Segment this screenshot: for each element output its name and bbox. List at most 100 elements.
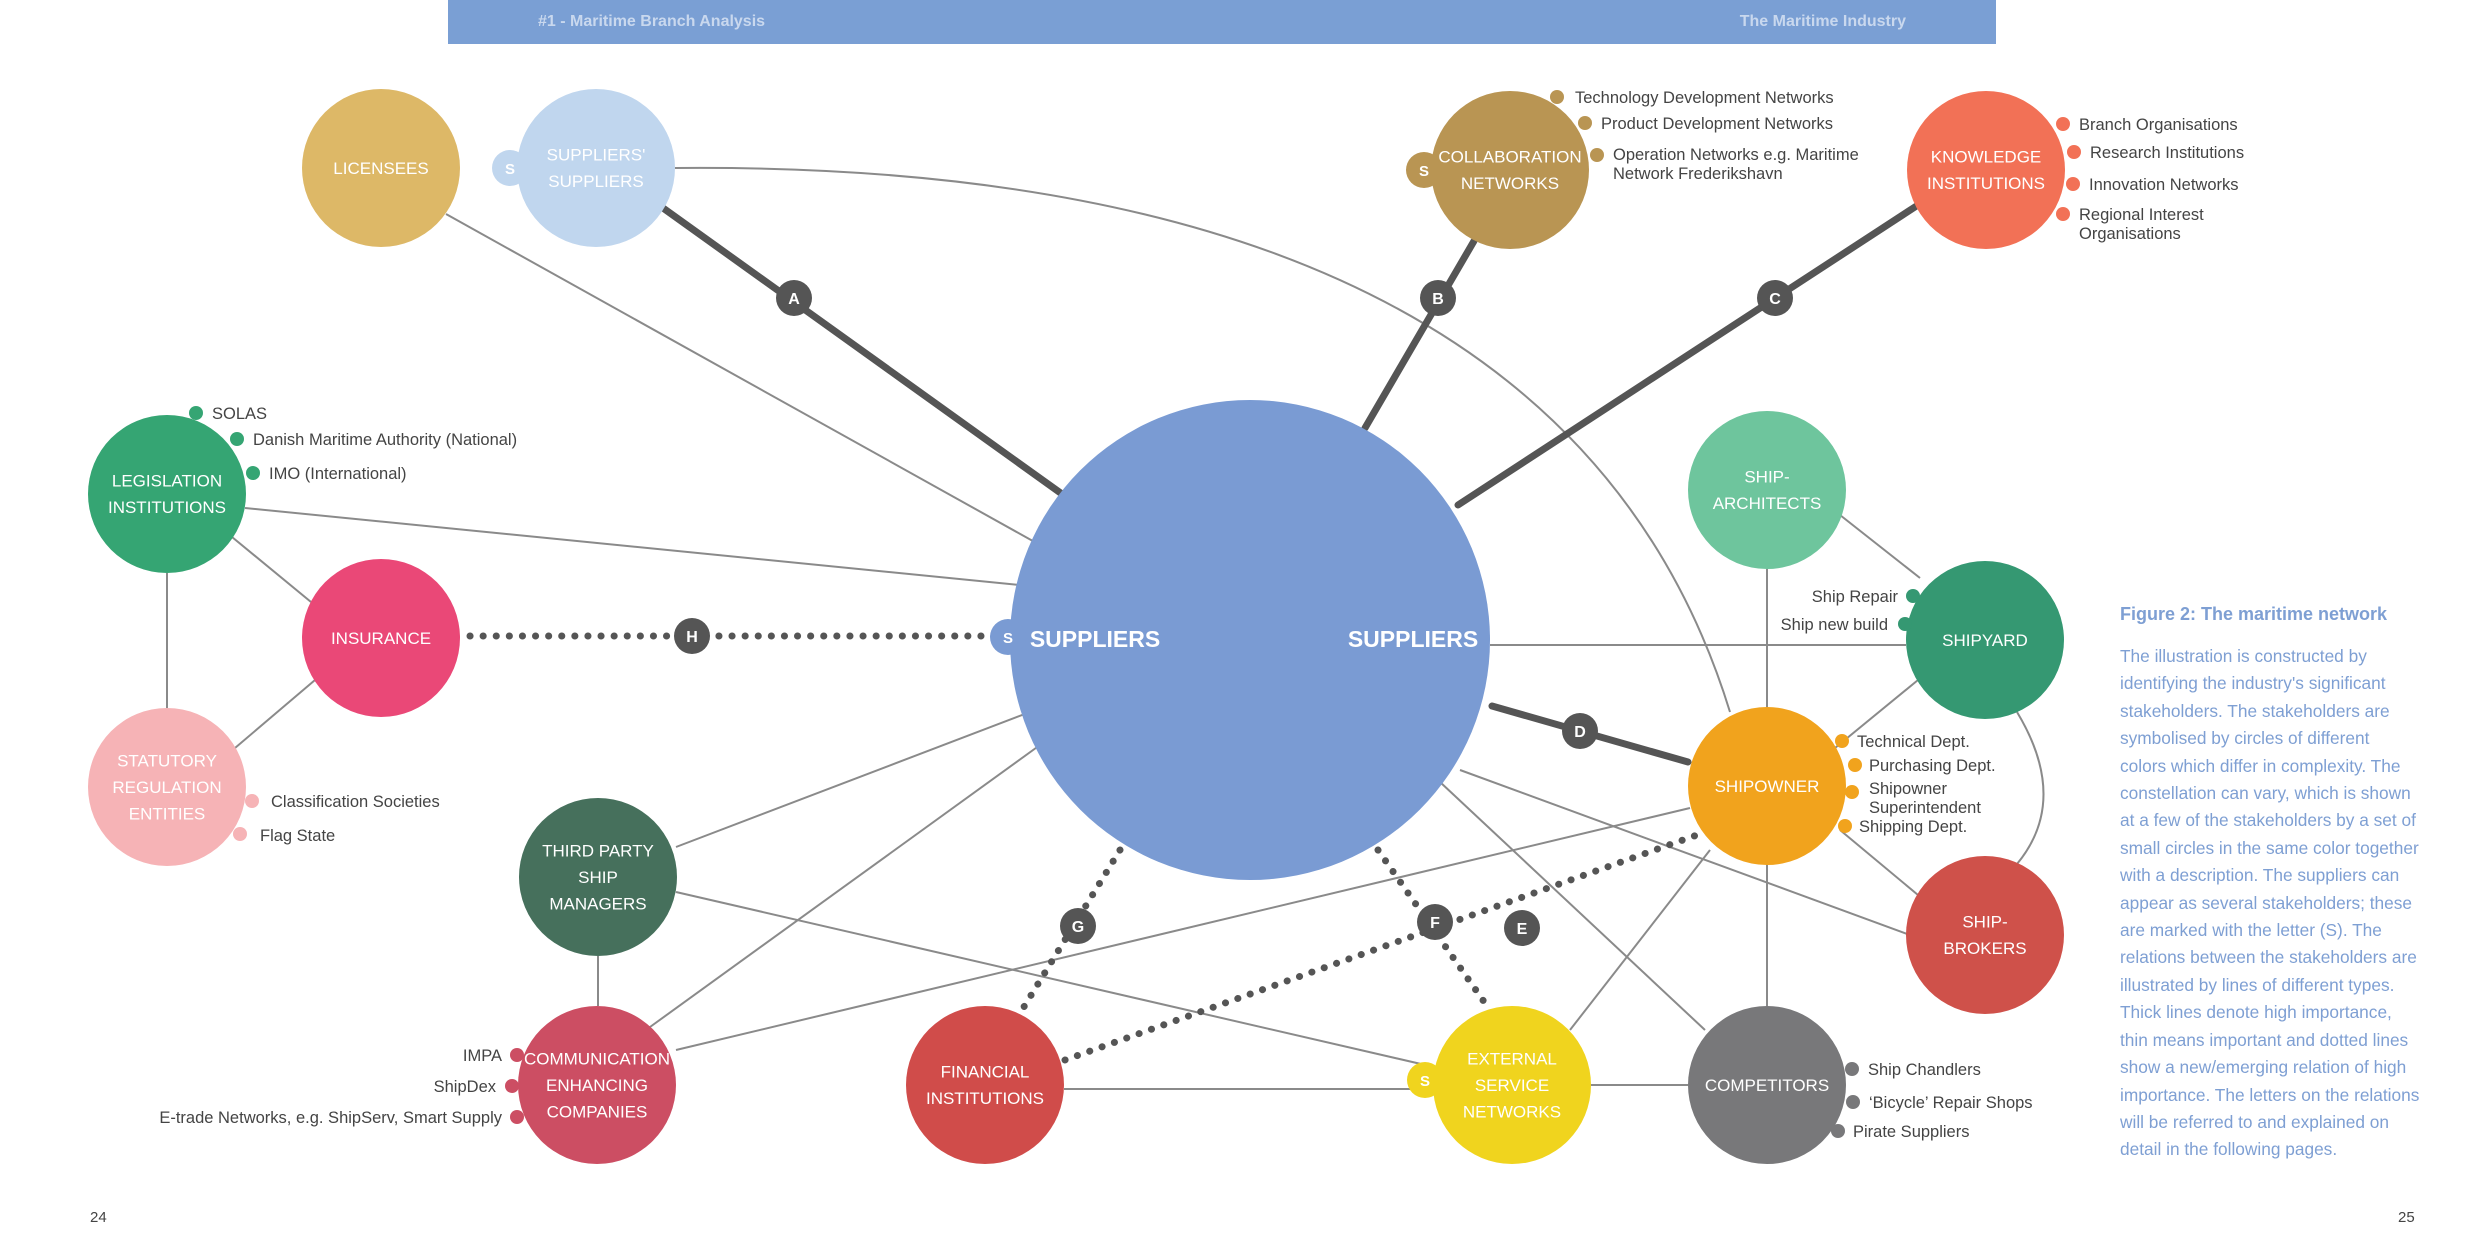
connector-third-party-suppliers — [675, 711, 1031, 848]
connector-insurance-statutory — [234, 679, 316, 749]
financial-institutions-circle — [906, 1006, 1064, 1164]
connector-communication-suppliers — [649, 744, 1041, 1028]
shipbrokers-label-line-1: SHIP- — [1962, 913, 2007, 932]
knowledge-detail-item-3: Innovation Networks — [2089, 176, 2239, 194]
knowledge-detail-item-1: Branch Organisations — [2079, 116, 2238, 134]
competitors-circle — [1688, 1006, 1846, 1164]
competitors-label-line-1: COMPETITORS — [1705, 1076, 1829, 1095]
legislation-detail-item-3: IMO (International) — [269, 465, 407, 483]
communication-label-line-2: ENHANCING — [546, 1076, 648, 1095]
knowledge-detail-item-4: Regional Interest — [2079, 206, 2204, 224]
connector-shipowner-shipbrokers — [1839, 829, 1919, 896]
shipyard-circle — [1906, 561, 2064, 719]
connector-external-service-shipowner — [1569, 849, 1711, 1031]
supplier-marker-hub-letter: S — [1003, 630, 1013, 647]
collaboration-detail-item-3: Operation Networks e.g. Maritime — [1613, 146, 1859, 164]
statutory-label-line-1: STATUTORY — [117, 751, 217, 770]
relation-line-a — [659, 204, 1066, 498]
relation-badge-a — [776, 280, 812, 316]
external-service-label-line-3: NETWORKS — [1463, 1102, 1561, 1121]
page-number-left: 24 — [90, 1209, 107, 1226]
connector-suppliers-competitors — [1439, 781, 1706, 1031]
collaboration-label-line-2: NETWORKS — [1461, 174, 1559, 193]
financial-label-line-1: FINANCIAL — [941, 1063, 1030, 1082]
relation-badge-b — [1420, 280, 1456, 316]
supplier-marker-external-service-letter: S — [1420, 1073, 1430, 1090]
supplier-marker-suppliers-suppliers-badge — [492, 150, 528, 186]
relation-letter-f: F — [1430, 915, 1440, 932]
legislation-detail-dot-2 — [230, 432, 244, 446]
connector-communication-shipowner — [675, 807, 1691, 1051]
legislation-detail-item-1: SOLAS — [212, 405, 267, 423]
relation-line-e — [1061, 831, 1701, 1064]
financial-label-line-2: INSTITUTIONS — [926, 1089, 1044, 1108]
shipyard-detail-dot-1 — [1906, 589, 1920, 603]
external-service-circle — [1433, 1006, 1591, 1164]
communication-detail-item-2: ShipDex — [434, 1078, 497, 1096]
communication-detail-dot-2 — [505, 1079, 519, 1093]
relation-letter-g: G — [1072, 919, 1084, 936]
supplier-marker-external-service-badge — [1407, 1062, 1443, 1098]
shipowner-detail-dot-1 — [1835, 734, 1849, 748]
shipowner-circle — [1688, 707, 1846, 865]
knowledge-detail-item-5: Organisations — [2079, 225, 2181, 243]
knowledge-label-line-2: INSTITUTIONS — [1927, 174, 2045, 193]
insurance-circle — [302, 559, 460, 717]
external-service-label-line-2: SERVICE — [1475, 1076, 1549, 1095]
connector-suppliers-suppliers-shipowner — [674, 166, 1731, 713]
suppliers-hub-label-left: SUPPLIERS — [1030, 626, 1160, 652]
legislation-detail-item-2: Danish Maritime Authority (National) — [253, 431, 517, 449]
shipowner-detail-dot-2 — [1848, 758, 1862, 772]
shipowner-detail-item-5: Shipping Dept. — [1859, 818, 1967, 836]
header-right-title: The Maritime Industry — [1739, 13, 1906, 30]
header-left-title: #1 - Maritime Branch Analysis — [538, 13, 766, 30]
relation-badge-e — [1504, 910, 1540, 946]
competitors-detail-dot-2 — [1846, 1095, 1860, 1109]
relation-badge-g — [1060, 908, 1096, 944]
connector-architects-shipyard — [1839, 514, 1921, 579]
collaboration-detail-dot-2 — [1578, 116, 1592, 130]
shipbrokers-circle — [1906, 856, 2064, 1014]
competitors-detail-dot-3 — [1831, 1124, 1845, 1138]
ship-architects-label-line-2: ARCHITECTS — [1713, 494, 1822, 513]
relation-badge-c — [1757, 280, 1793, 316]
legislation-institutions-circle — [88, 415, 246, 573]
shipyard-detail-item-2: Ship new build — [1781, 616, 1888, 634]
competitors-detail-item-1: Ship Chandlers — [1868, 1061, 1981, 1079]
collaboration-detail-dot-3 — [1590, 148, 1604, 162]
statutory-detail-item-2: Flag State — [260, 827, 335, 845]
connector-licensees-suppliers — [445, 213, 1041, 546]
statutory-detail-dot-1 — [245, 794, 259, 808]
connector-legislation-suppliers — [244, 507, 1021, 586]
shipbrokers-label-line-2: BROKERS — [1943, 939, 2026, 958]
collaboration-detail-dot-1 — [1550, 90, 1564, 104]
shipowner-detail-item-1: Technical Dept. — [1857, 733, 1970, 751]
suppliers-suppliers-label-line-1: SUPPLIERS' — [547, 146, 646, 165]
statutory-label-line-3: ENTITIES — [129, 804, 206, 823]
statutory-regulation-circle — [88, 708, 246, 866]
shipyard-label-line-1: SHIPYARD — [1942, 631, 2028, 650]
knowledge-detail-dot-3 — [2066, 177, 2080, 191]
knowledge-detail-item-2: Research Institutions — [2090, 144, 2244, 162]
knowledge-institutions-circle — [1907, 91, 2065, 249]
shipowner-detail-dot-5 — [1838, 819, 1852, 833]
suppliers-suppliers-label-line-2: SUPPLIERS — [548, 172, 643, 191]
third-party-label-line-1: THIRD PARTY — [542, 841, 654, 860]
caption-body: The illustration is constructed by ident… — [2120, 646, 2420, 1160]
relation-badge-f — [1417, 904, 1453, 940]
knowledge-detail-dot-4 — [2056, 207, 2070, 221]
relation-letter-e: E — [1517, 921, 1528, 938]
licensees-label-line-1: LICENSEES — [333, 159, 428, 178]
supplier-marker-collaboration-letter: S — [1419, 163, 1429, 180]
shipyard-detail-dot-2 — [1898, 617, 1912, 631]
legislation-label-line-2: INSTITUTIONS — [108, 498, 226, 517]
shipowner-detail-dot-3 — [1845, 785, 1859, 799]
supplier-marker-collaboration-badge — [1406, 152, 1442, 188]
supplier-marker-hub-badge — [990, 619, 1026, 655]
connector-shipyard-shipbrokers — [2016, 711, 2045, 865]
communication-detail-item-3: E-trade Networks, e.g. ShipServ, Smart S… — [159, 1109, 502, 1127]
legislation-detail-dot-1 — [189, 406, 203, 420]
licensees-circle — [302, 89, 460, 247]
external-service-label-line-1: EXTERNAL — [1467, 1049, 1557, 1068]
